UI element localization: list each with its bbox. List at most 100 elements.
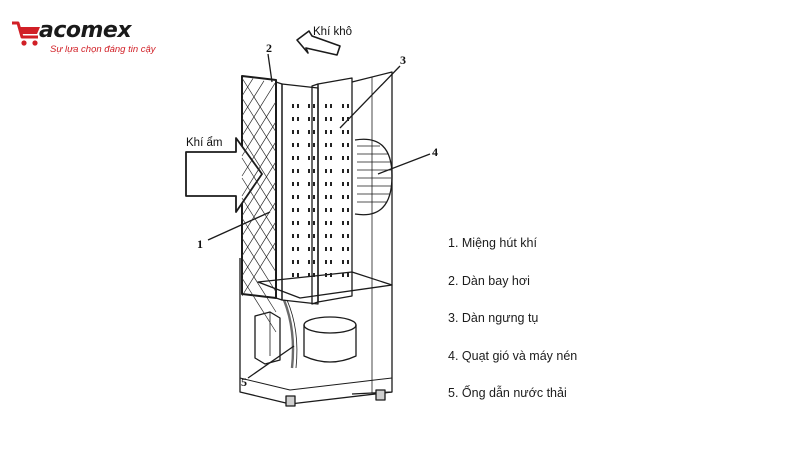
leader-line-3 bbox=[339, 65, 401, 129]
brand-tagline: Sự lựa chọn đáng tin cậy bbox=[50, 44, 156, 55]
fin-dot bbox=[347, 273, 349, 277]
mesh-line bbox=[241, 177, 277, 233]
fin-dot bbox=[325, 143, 327, 147]
mesh-line bbox=[241, 157, 277, 213]
fin-dot bbox=[325, 182, 327, 186]
fin-dot bbox=[347, 195, 349, 199]
legend-item: 5. Ống dẫn nước thải bbox=[448, 386, 567, 400]
fin-dot bbox=[313, 104, 315, 108]
humid-air-arrow bbox=[185, 137, 263, 213]
cabinet-base-frame bbox=[239, 258, 393, 405]
fan-housing bbox=[354, 138, 393, 216]
fin-dot bbox=[297, 260, 299, 264]
leader-line-1 bbox=[207, 211, 271, 241]
fin-dot bbox=[347, 117, 349, 121]
fin-dot bbox=[325, 260, 327, 264]
fin-dot bbox=[297, 143, 299, 147]
mesh-line bbox=[241, 97, 277, 153]
fin-dot bbox=[297, 221, 299, 225]
mesh-line bbox=[241, 257, 277, 313]
parts-legend: 1. Miệng hút khí 2. Dàn bay hơi 3. Dàn n… bbox=[448, 236, 577, 424]
fin-dot bbox=[297, 156, 299, 160]
fin-dot bbox=[313, 130, 315, 134]
base-tray bbox=[239, 377, 393, 391]
fin-dot bbox=[347, 156, 349, 160]
leader-line-4 bbox=[377, 153, 431, 175]
fin-dot bbox=[342, 260, 344, 264]
fin-dot bbox=[342, 104, 344, 108]
fin-dot bbox=[330, 117, 332, 121]
fin-dot bbox=[297, 247, 299, 251]
humid-air-label: Khí ẩm bbox=[186, 137, 222, 149]
fin-dot bbox=[325, 156, 327, 160]
callout-1: 1 bbox=[197, 237, 203, 251]
fin-dot bbox=[308, 156, 310, 160]
fin-dot bbox=[297, 273, 299, 277]
fin-dot bbox=[342, 130, 344, 134]
drain-pipe bbox=[282, 299, 295, 369]
shopping-cart-icon bbox=[12, 21, 40, 46]
compressor-body bbox=[303, 325, 357, 363]
fin-dot bbox=[313, 143, 315, 147]
fin-dot bbox=[313, 247, 315, 251]
fin-dot bbox=[292, 195, 294, 199]
compressor-box bbox=[254, 311, 281, 365]
fin-dot bbox=[330, 260, 332, 264]
fin-dot bbox=[342, 182, 344, 186]
fin-dot bbox=[308, 234, 310, 238]
fin-dot bbox=[325, 130, 327, 134]
fin-dot bbox=[347, 260, 349, 264]
fin-dot bbox=[292, 260, 294, 264]
fin-dot bbox=[325, 208, 327, 212]
fin-dot bbox=[292, 104, 294, 108]
condenser-coil bbox=[317, 77, 353, 303]
legend-item: 1. Miệng hút khí bbox=[448, 236, 537, 250]
legend-item: 2. Dàn bay hơi bbox=[448, 273, 530, 288]
mesh-line bbox=[241, 197, 277, 253]
fin-dot bbox=[325, 195, 327, 199]
legend-item: 4. Quạt gió và máy nén bbox=[448, 348, 578, 363]
fin-dot bbox=[292, 117, 294, 121]
fin-dot bbox=[308, 195, 310, 199]
drain-pipe-edge bbox=[286, 299, 298, 369]
fin-dot bbox=[308, 208, 310, 212]
intake-grille-mesh bbox=[241, 77, 277, 333]
fin-dot bbox=[297, 182, 299, 186]
fin-dot bbox=[292, 182, 294, 186]
fin-dot bbox=[308, 273, 310, 277]
mesh-line bbox=[241, 137, 277, 193]
fin-dot bbox=[342, 156, 344, 160]
fin-dot bbox=[347, 247, 349, 251]
fin-dot bbox=[313, 260, 315, 264]
brand-logo: acomex Sự lựa chọn đáng tin cậy bbox=[10, 14, 180, 60]
dry-air-arrow bbox=[296, 30, 341, 56]
fin-dot bbox=[308, 130, 310, 134]
fin-dot bbox=[308, 104, 310, 108]
fin-dot bbox=[292, 156, 294, 160]
mesh-line bbox=[241, 80, 265, 117]
intake-grille-frame bbox=[241, 75, 277, 299]
fin-dot bbox=[347, 221, 349, 225]
fin-dot bbox=[325, 234, 327, 238]
fin-dot bbox=[330, 130, 332, 134]
fin-dot bbox=[292, 169, 294, 173]
base-shelf bbox=[257, 271, 393, 299]
fin-dot bbox=[297, 208, 299, 212]
fin-dot bbox=[342, 273, 344, 277]
fin-dot bbox=[313, 234, 315, 238]
fin-dot bbox=[342, 195, 344, 199]
fin-dot bbox=[342, 117, 344, 121]
fin-dot bbox=[313, 195, 315, 199]
callout-2: 2 bbox=[266, 41, 272, 55]
fin-dot bbox=[347, 130, 349, 134]
fin-dot bbox=[292, 247, 294, 251]
fin-dot bbox=[292, 221, 294, 225]
fin-dot bbox=[325, 273, 327, 277]
fin-dot bbox=[325, 221, 327, 225]
fin-dot bbox=[313, 208, 315, 212]
fin-dot bbox=[308, 260, 310, 264]
fin-dot bbox=[292, 143, 294, 147]
callout-3: 3 bbox=[400, 53, 406, 67]
fin-dot bbox=[330, 156, 332, 160]
